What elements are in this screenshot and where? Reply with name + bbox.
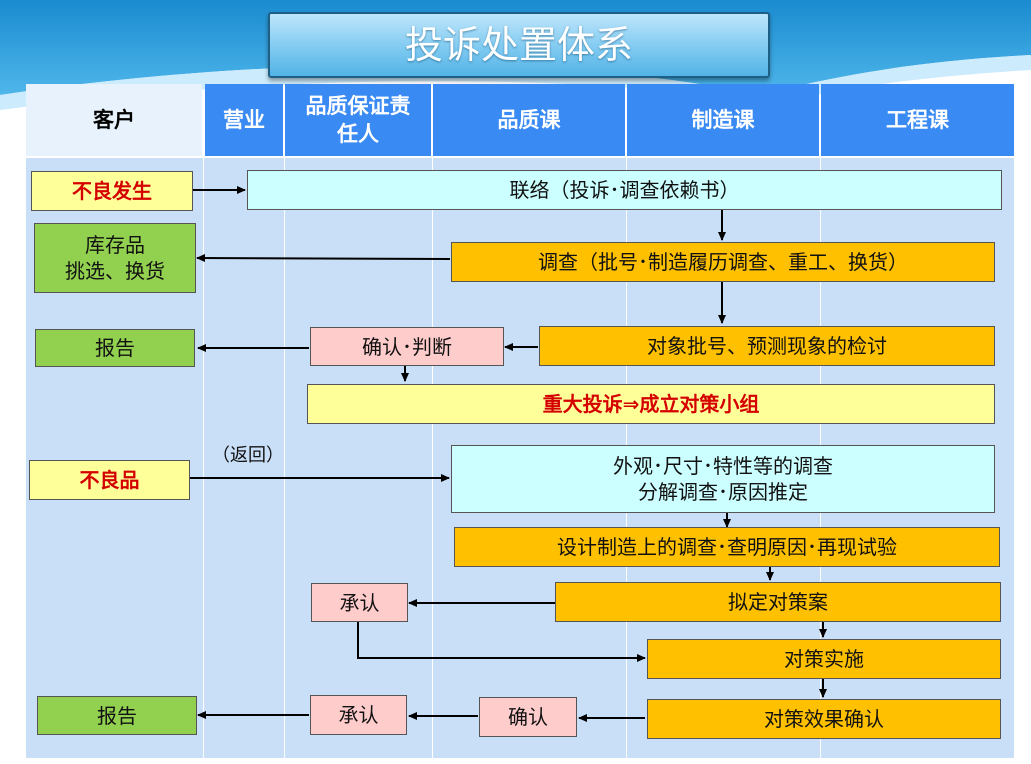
- box-contact: 联络（投诉･调查依赖书）: [247, 170, 1002, 210]
- lane-header-quality-dept: 品质课: [433, 84, 625, 156]
- lane-header-engineering-dept: 工程课: [821, 84, 1014, 156]
- box-inventory: 库存品 挑选、换货: [34, 223, 196, 293]
- lane-header-qa-owner-line2: 任人: [337, 121, 379, 146]
- box-defect-occurs: 不良发生: [31, 171, 193, 211]
- box-confirm: 确认: [479, 697, 577, 737]
- box-appearance-line1: 外观･尺寸･特性等的调查: [613, 454, 833, 478]
- lane-header-qa-owner: 品质保证责 任人: [285, 84, 431, 156]
- lane-divider: [203, 158, 204, 758]
- box-design-check: 设计制造上的调查･查明原因･再现试验: [454, 527, 1000, 567]
- lane-header-qa-owner-line1: 品质保证责: [305, 93, 411, 118]
- arrow-investigation-to-inventory: [196, 254, 451, 263]
- box-effect-check: 对策效果确认: [647, 699, 1001, 739]
- box-inventory-line1: 库存品: [85, 233, 145, 257]
- box-defect-product: 不良品: [29, 460, 190, 500]
- box-appearance-line2: 分解调查･原因推定: [638, 480, 808, 504]
- arrow-approve-to-implement: [357, 622, 646, 662]
- box-major-complaint: 重大投诉⇒成立对策小组: [307, 384, 995, 424]
- lane-header-sales: 营业: [205, 84, 283, 156]
- box-approve-1: 承认: [311, 583, 408, 622]
- lane-divider: [432, 158, 433, 758]
- box-implement: 对策实施: [647, 639, 1001, 679]
- page-title: 投诉处置体系: [268, 12, 770, 78]
- lane-header-customer: 客户: [26, 84, 202, 156]
- box-draft-plan: 拟定对策案: [555, 582, 1001, 622]
- lane-divider: [284, 158, 285, 758]
- box-appearance-investigation: 外观･尺寸･特性等的调查 分解调查･原因推定: [451, 445, 995, 513]
- box-confirm-judge: 确认･判断: [310, 327, 504, 366]
- return-note: （返回）: [212, 445, 284, 466]
- box-investigation: 调查（批号･制造履历调查、重工、换货）: [451, 242, 995, 282]
- box-report-1: 报告: [35, 329, 195, 367]
- box-lot-review: 对象批号、预测现象的检讨: [539, 326, 995, 366]
- box-inventory-line2: 挑选、换货: [65, 259, 165, 283]
- lane-header-manufacturing-dept: 制造课: [627, 84, 819, 156]
- box-approve-2: 承认: [310, 695, 407, 735]
- box-report-2: 报告: [37, 696, 197, 735]
